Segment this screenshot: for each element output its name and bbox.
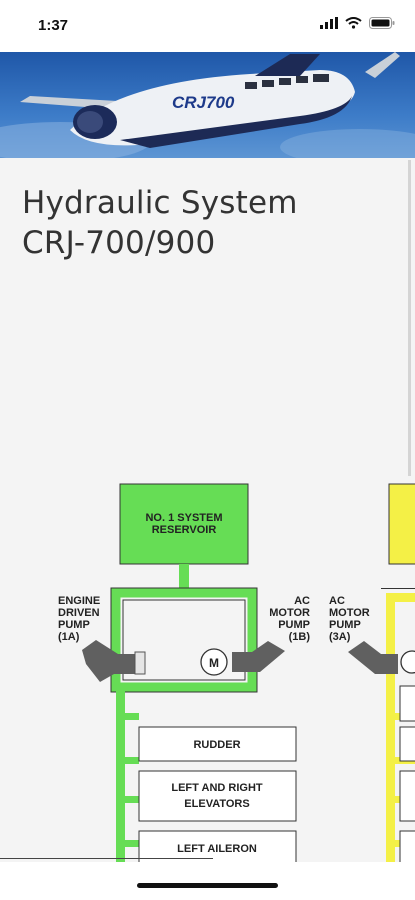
pump-1b-line-4: (1B) [289,631,311,643]
pump-1a-line-1: ENGINE [58,595,100,607]
wifi-icon [345,17,362,29]
pump-3a-line-4: (3A) [329,631,351,643]
reservoir-label-1: NO. 1 SYSTEM [145,512,222,524]
bottom-bar [0,862,415,900]
hero-image: CRJ700 [0,52,415,158]
title-line-1: Hydraulic System [22,185,298,221]
aileron-label: LEFT AILERON [177,843,257,855]
aileron-box [138,830,297,865]
pump-3a-icon [348,641,398,674]
supply-trunk [116,690,125,865]
rudder-label: RUDDER [193,739,240,751]
motor-label: M [209,656,219,670]
home-indicator[interactable] [137,883,278,888]
pump-1b-line-1: AC [294,595,310,607]
rudder-box [138,726,297,762]
pump-1b-line-2: MOTOR [269,607,310,619]
motor-3a-icon [400,650,415,674]
title-line-2: CRJ-700/900 [22,225,216,261]
page-title: Hydraulic System CRJ-700/900 [22,183,298,263]
hydraulic-diagram[interactable]: NO. 1 SYSTEM RESERVOIR ENGINE DRIVEN PUM… [0,470,415,865]
pump-1b-icon [232,641,285,672]
elevators-box [138,770,297,822]
status-bar: 1:37 [0,0,415,52]
reservoir-stem [179,564,189,592]
pump-1a-icon [82,640,135,682]
pump-1b-line-3: PUMP [278,619,310,631]
pump-1a-line-3: PUMP [58,619,90,631]
signal-icon [320,17,338,29]
pump-loop [111,588,257,692]
divider [0,858,213,859]
aircraft-illustration: CRJ700 [0,52,415,158]
pump-3a-line-1: AC [329,595,345,607]
hero-livery-text: CRJ700 [172,93,235,112]
elevators-label-2: ELEVATORS [184,798,249,810]
pump-1a-line-2: DRIVEN [58,607,100,619]
scroll-indicator [408,160,411,476]
battery-icon [369,17,395,29]
reservoir-label-2: RESERVOIR [152,524,217,536]
pump-1a-line-4: (1A) [58,631,80,643]
status-icons [320,17,395,29]
status-time: 1:37 [38,17,69,34]
system3-reservoir-box [388,483,415,565]
pump-3a-line-3: PUMP [329,619,361,631]
system3-trunk [386,593,395,865]
motor-icon [200,648,228,676]
elevators-label-1: LEFT AND RIGHT [171,782,263,794]
pump-3a-line-2: MOTOR [329,607,370,619]
